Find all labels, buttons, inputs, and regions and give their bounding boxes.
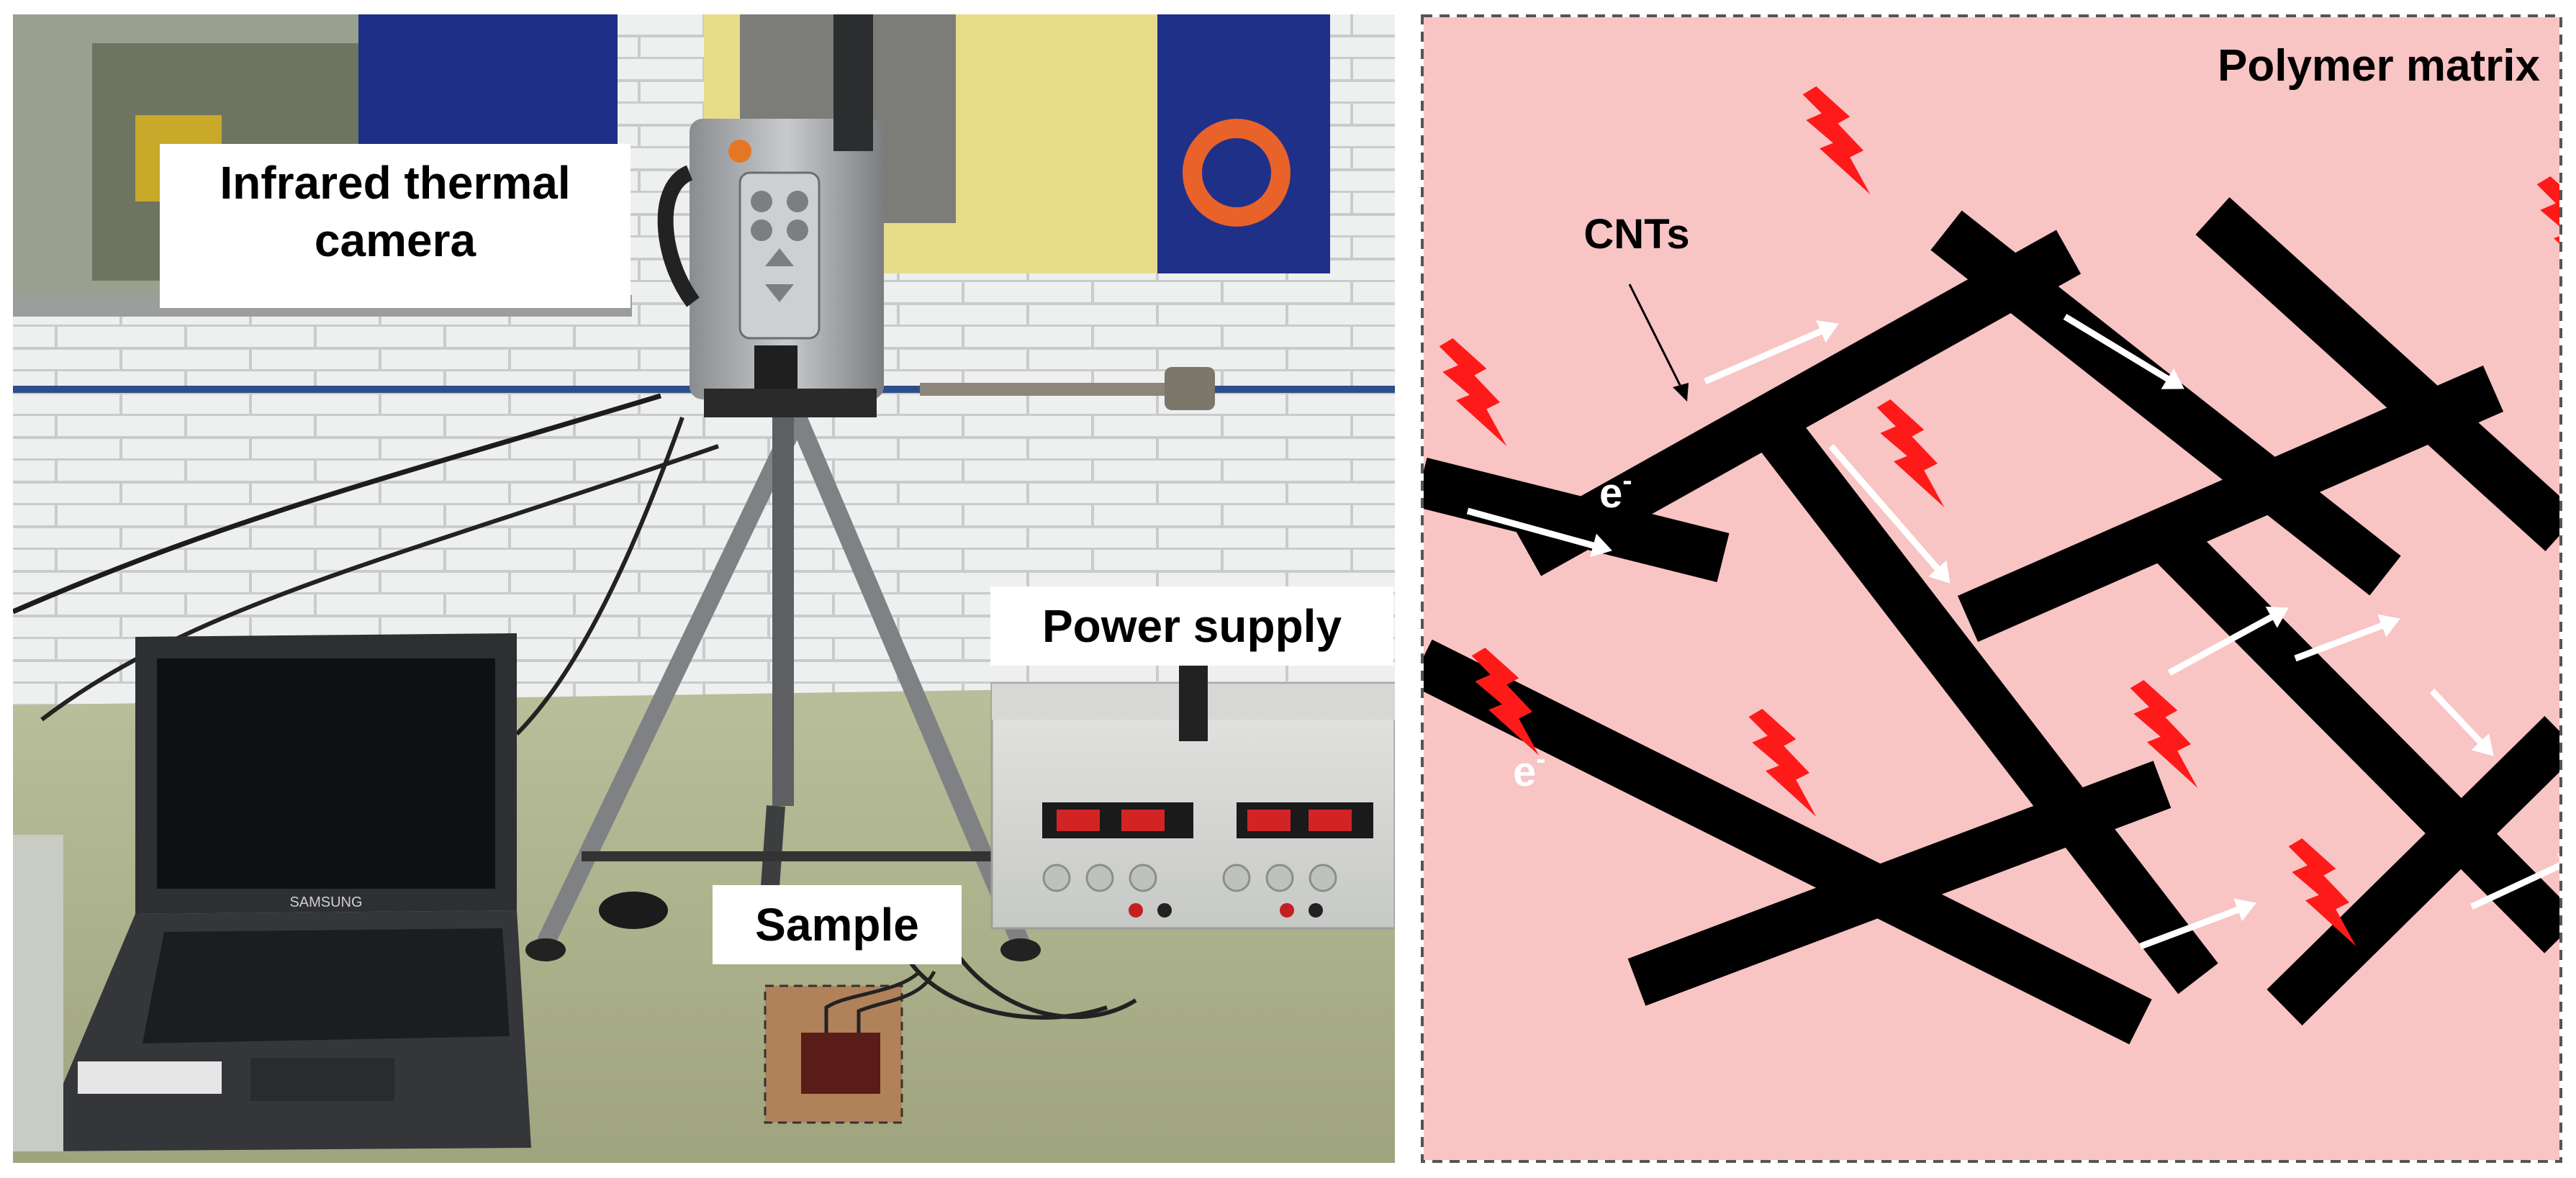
electron-flow-arrow-icon bbox=[1466, 507, 1612, 558]
polymer-matrix-label: Polymer matrix bbox=[2218, 41, 2541, 91]
cnt-network-diagram: Polymer matrix CNTs e- e- bbox=[1421, 14, 2562, 1163]
electron-flow-arrow-icon bbox=[2063, 314, 2184, 389]
electron-flow-arrow-icon bbox=[2294, 614, 2400, 662]
cnt-rod bbox=[1627, 761, 2171, 1006]
cnt-rod bbox=[1516, 230, 2082, 576]
cnt-pointer-arrowhead bbox=[1673, 383, 1689, 402]
cnt-rod bbox=[1957, 365, 2504, 643]
lens-cap bbox=[599, 892, 668, 929]
cnt-rod bbox=[1424, 639, 2152, 1045]
camera-label-line1: Infrared thermal bbox=[220, 157, 571, 209]
panel-border bbox=[1421, 14, 2562, 1163]
electron-flow-arrow-icon bbox=[2167, 606, 2289, 676]
electron-flow-arrow-icon bbox=[2429, 688, 2494, 756]
infrared-thermal-camera bbox=[657, 14, 884, 417]
laptop-brand: SAMSUNG bbox=[289, 894, 362, 910]
cnt-conduction-schematic: Polymer matrix CNTs e- e- bbox=[1421, 14, 2562, 1163]
laptop: SAMSUNG bbox=[35, 633, 531, 1151]
cnt-rod bbox=[1746, 402, 2218, 994]
laptop-screen bbox=[157, 658, 495, 889]
cnt-network bbox=[1424, 86, 2559, 1045]
electron-symbol: e bbox=[1599, 470, 1622, 517]
experimental-setup-photo: SAMSUNG bbox=[13, 14, 1395, 1163]
power-supply-label: Power supply bbox=[990, 586, 1393, 666]
electron-charge: - bbox=[1622, 465, 1632, 497]
electron-flow-arrow-icon bbox=[1704, 320, 1839, 385]
sample-label: Sample bbox=[713, 885, 962, 964]
power-supply-unit bbox=[990, 662, 1395, 930]
electron-charge: - bbox=[1536, 743, 1545, 775]
cnt-rod bbox=[2267, 716, 2559, 1025]
camera-label: Infrared thermal camera bbox=[160, 144, 631, 308]
electron-symbol: e bbox=[1513, 748, 1536, 795]
cnt-rod bbox=[1930, 210, 2401, 596]
electron-label-upper: e- bbox=[1599, 465, 1632, 517]
laptop-keyboard bbox=[143, 928, 510, 1043]
electron-flow-arrow-icon bbox=[2470, 853, 2559, 910]
sample-specimen bbox=[764, 970, 936, 1124]
cnt-rod bbox=[2195, 197, 2559, 551]
cnt-label: CNTs bbox=[1583, 211, 1689, 258]
tripod bbox=[525, 413, 1041, 961]
electron-label-lower: e- bbox=[1513, 743, 1546, 795]
electron-flow-arrow-icon bbox=[2139, 898, 2256, 950]
setup-photo-illustration: SAMSUNG bbox=[13, 14, 1395, 1163]
electron-flow-arrows bbox=[1466, 314, 2559, 950]
cnt-pointer-line bbox=[1628, 284, 1685, 393]
camera-label-line2: camera bbox=[314, 214, 476, 266]
cnt-rod bbox=[2151, 522, 2559, 953]
electron-flow-arrow-icon bbox=[1828, 444, 1951, 584]
